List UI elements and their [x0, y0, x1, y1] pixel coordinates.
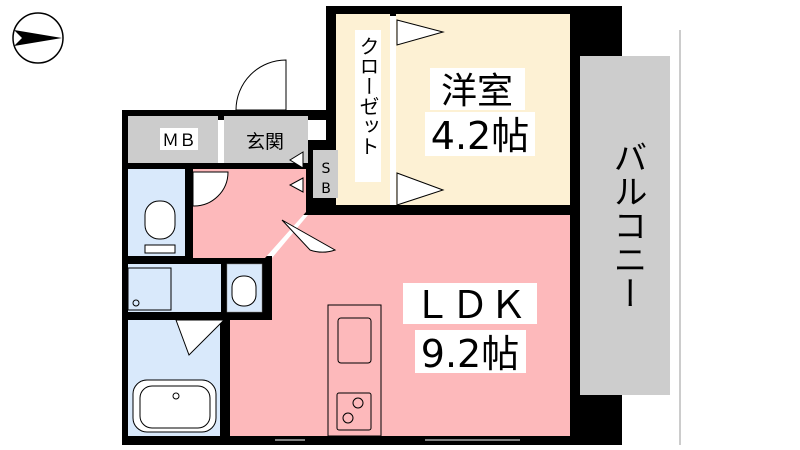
washbasin [231, 275, 257, 307]
shoe-box-label-bottom: B [321, 181, 331, 197]
kitchen-counter [327, 304, 382, 437]
washroom-area [128, 264, 221, 312]
ldk-size: 9.2帖 [421, 332, 519, 376]
balcony-area [580, 56, 670, 395]
entrance-label: 玄関 [246, 131, 284, 153]
toilet-fixture [144, 200, 176, 254]
doors [175, 19, 445, 356]
entrance-area [224, 116, 308, 163]
bathtub [132, 379, 217, 433]
windows [275, 75, 575, 441]
western-room-label: 洋室 [441, 71, 513, 112]
ldk-area [230, 215, 570, 436]
north-arrow-icon [12, 12, 64, 64]
shoe-box-area [313, 150, 338, 198]
meter-box-label: ＭＢ [162, 131, 196, 151]
closet-label: クローゼット [356, 36, 380, 156]
shoe-box-label-top: S [322, 161, 331, 177]
balcony-label: バルコニー [607, 140, 647, 310]
western-room-size: 4.2帖 [431, 114, 529, 158]
ldk-label: ＬＤＫ [413, 283, 527, 327]
washing-machine-space [127, 267, 172, 311]
